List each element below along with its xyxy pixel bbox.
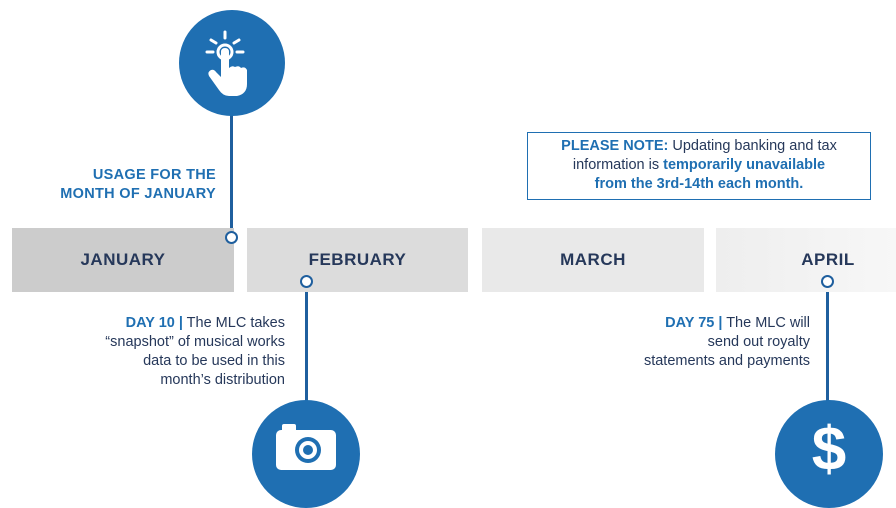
note-highlight-2: from the 3rd-14th each month. — [594, 176, 804, 192]
january-connector-dot — [225, 231, 238, 244]
month-april: APRIL — [716, 228, 896, 292]
tap-icon — [205, 30, 247, 96]
month-january: JANUARY — [12, 228, 234, 292]
month-march-label: MARCH — [560, 250, 626, 269]
month-february: FEBRUARY — [247, 228, 468, 292]
note-text-2: information is — [572, 157, 664, 173]
month-march: MARCH — [482, 228, 704, 292]
april-connector-dot — [821, 275, 834, 288]
day-75-line-2: send out royalty — [707, 334, 810, 350]
please-note-box: PLEASE NOTE: Updating banking and tax in… — [527, 132, 871, 200]
day-75-description: DAY 75 | The MLC will send out royalty s… — [560, 314, 810, 371]
note-text-1: Updating banking and tax — [668, 138, 837, 154]
day-75-line-1: The MLC will — [722, 315, 810, 331]
day-10-description: DAY 10 | The MLC takes “snapshot” of mus… — [30, 314, 285, 390]
month-january-label: JANUARY — [80, 250, 166, 269]
day-10-line-1: The MLC takes — [182, 315, 285, 331]
day-10-line-4: month’s distribution — [160, 372, 285, 388]
january-connector-line — [230, 110, 233, 234]
tap-icon-circle — [179, 10, 285, 116]
svg-text:$: $ — [812, 415, 846, 480]
note-highlight-1: temporarily unavailable — [663, 157, 826, 173]
day-75-line-3: statements and payments — [643, 353, 810, 369]
camera-icon-circle — [252, 400, 360, 508]
day-10-line-3: data to be used in this — [143, 353, 285, 369]
camera-icon — [276, 424, 336, 470]
february-connector-line — [305, 283, 308, 408]
day-10-label: DAY 10 | — [125, 315, 183, 331]
month-february-label: FEBRUARY — [308, 250, 407, 269]
april-connector-line — [826, 283, 829, 408]
day-75-label: DAY 75 | — [665, 315, 723, 331]
dollar-icon: $ — [812, 415, 846, 480]
dollar-icon-circle: $ — [775, 400, 883, 508]
usage-label: USAGE FOR THE MONTH OF JANUARY — [20, 166, 216, 204]
february-connector-dot — [300, 275, 313, 288]
usage-label-line-2: MONTH OF JANUARY — [60, 186, 216, 202]
month-april-label: APRIL — [801, 250, 855, 269]
day-10-line-2: “snapshot” of musical works — [105, 334, 285, 350]
usage-label-line-1: USAGE FOR THE — [92, 167, 216, 183]
note-heading: PLEASE NOTE: — [561, 138, 669, 154]
